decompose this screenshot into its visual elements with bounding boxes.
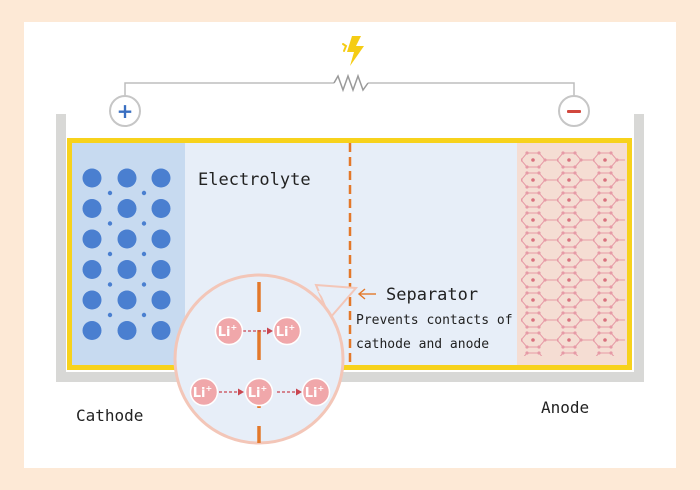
negative-terminal: [558, 95, 590, 127]
cathode-dot: [107, 251, 113, 257]
cathode-particles: [82, 168, 171, 340]
lithium-ion-charge: +: [206, 384, 213, 393]
separator-note-line2: cathode and anode: [356, 337, 489, 352]
positive-terminal-sign: +: [117, 99, 134, 123]
lithium-ions: Li+ Li+ Li+ Li+ Li+: [189, 316, 331, 407]
cathode-particle: [151, 321, 171, 340]
cathode-particle: [82, 321, 102, 340]
cathode-particle: [82, 199, 102, 218]
lithium-ion: Li+: [272, 316, 302, 346]
cathode-dot: [141, 251, 147, 257]
cathode-particle: [82, 229, 102, 249]
negative-terminal-sign: [567, 110, 581, 113]
lithium-ion-charge: +: [318, 384, 325, 393]
electrolyte-label: Electrolyte: [198, 170, 311, 190]
cathode-particle: [117, 260, 137, 279]
cathode-particle: [117, 199, 137, 218]
arrow-head: [296, 388, 302, 396]
cathode-particle: [117, 168, 137, 188]
lithium-ion: Li+: [244, 377, 274, 407]
positive-terminal: +: [109, 95, 141, 127]
cathode-particle: [82, 260, 102, 279]
cathode-dot: [141, 312, 147, 318]
arrow-head: [238, 388, 244, 396]
left-arrow-icon: [357, 288, 376, 300]
lithium-ion-charge: +: [261, 384, 268, 393]
cathode-dot: [107, 282, 113, 287]
cathode-particle: [151, 199, 171, 218]
cathode-dot: [107, 312, 113, 318]
lightning-icon: [342, 36, 364, 66]
cathode-particle: [117, 229, 137, 249]
cathode-dot: [107, 221, 113, 226]
cathode-dot: [141, 221, 147, 226]
lithium-ion-charge: +: [289, 323, 296, 332]
cathode-particle: [82, 168, 102, 188]
arrow-head: [267, 327, 273, 335]
anode-label: Anode: [541, 398, 589, 417]
resistor-icon: [333, 73, 369, 93]
lithium-ion: Li+: [301, 377, 331, 407]
anode-lattice: [521, 150, 625, 356]
lithium-ion: Li+: [189, 377, 219, 407]
lithium-ion: Li+: [214, 316, 244, 346]
cathode-particle: [117, 321, 137, 340]
cathode-dot: [141, 190, 147, 196]
lithium-ion-charge: +: [231, 323, 238, 332]
cathode-particle: [82, 290, 102, 310]
zoom-bubble: Li+ Li+ Li+ Li+ Li+: [173, 273, 359, 445]
circuit-wire: [124, 82, 575, 100]
cathode-particle: [151, 168, 171, 188]
cathode-particle: [151, 260, 171, 279]
ion-arrows: [219, 330, 298, 393]
cathode-label: Cathode: [76, 406, 143, 425]
separator-note-line1: Prevents contacts of: [356, 313, 513, 328]
cathode-particle: [151, 290, 171, 310]
cathode-dot: [107, 190, 113, 196]
cathode-particle: [151, 229, 171, 249]
separator-label: Separator: [386, 285, 478, 305]
cathode-particle: [117, 290, 137, 310]
cathode-dot: [141, 282, 147, 287]
